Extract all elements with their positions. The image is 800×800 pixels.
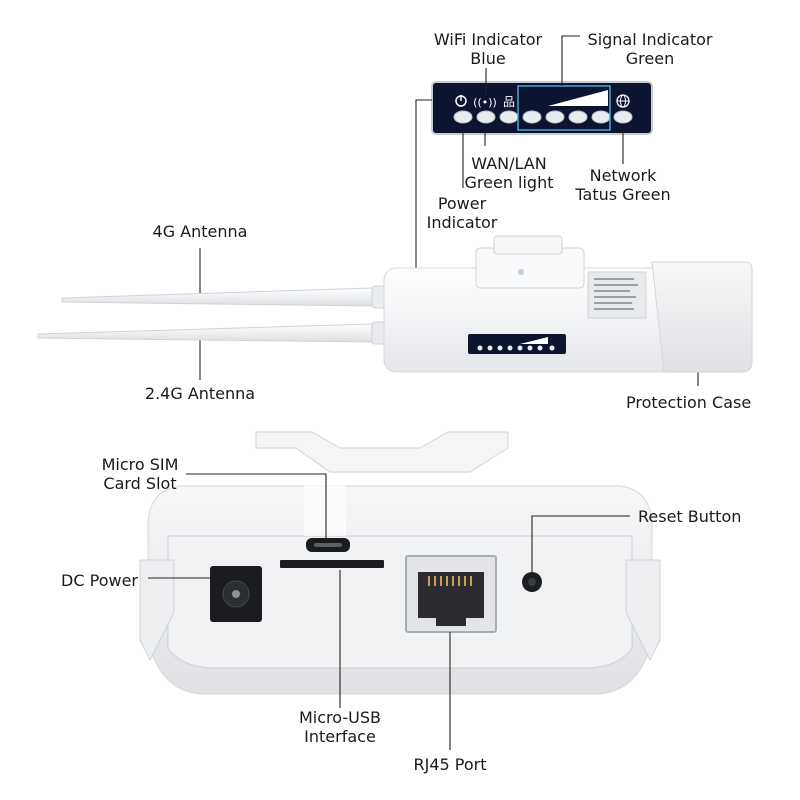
rj45-port-label: RJ45 Port	[413, 755, 487, 774]
dc-power-label: DC Power	[61, 571, 138, 590]
antenna-4g	[61, 285, 387, 309]
lan-glyph-icon: 品	[503, 95, 515, 109]
reset-button-label: Reset Button	[638, 507, 742, 526]
power-glyph-icon	[455, 95, 467, 107]
signal-bars-icon	[548, 90, 608, 106]
wifi-glyph-icon: ((•))	[473, 96, 497, 109]
rj45-port	[405, 555, 497, 633]
micro-sim-slot	[280, 560, 384, 568]
micro-usb-port	[306, 538, 350, 552]
protection-case-label: Protection Case	[626, 393, 752, 412]
globe-glyph-icon	[616, 94, 630, 108]
router-port-view	[139, 431, 661, 695]
antenna-24g	[37, 321, 387, 345]
led-lamps	[453, 110, 633, 124]
reset-button-hole	[522, 572, 542, 592]
signal-highlight-box	[517, 85, 611, 131]
dc-power-jack	[210, 566, 262, 622]
antenna-24g-label: 2.4G Antenna	[144, 384, 256, 403]
leader-lines-top	[199, 35, 699, 386]
antenna-4g-label: 4G Antenna	[152, 222, 248, 241]
led-panel: ((•)) 品	[431, 81, 653, 135]
router-side-view	[383, 235, 753, 373]
leader-lines-bottom	[148, 473, 630, 750]
